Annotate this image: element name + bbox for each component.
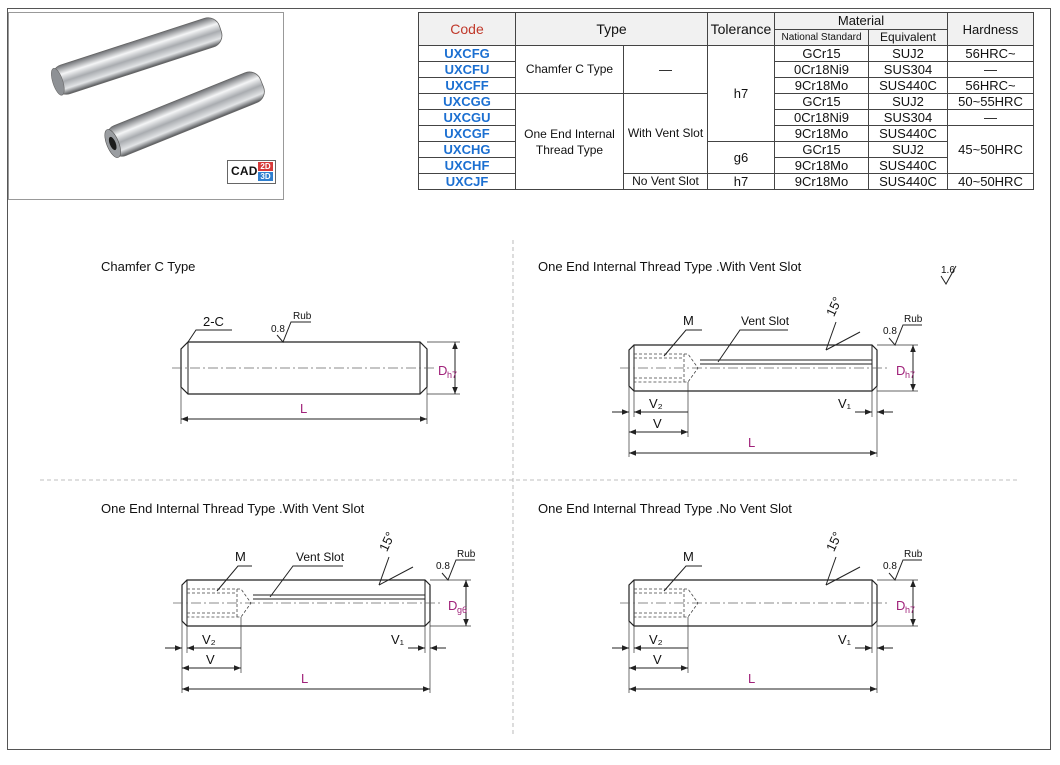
- diameter-tolerance: h7: [905, 370, 915, 380]
- header-type: Type: [515, 12, 708, 46]
- drawing-vent-g6: One End Internal Thread Type .With Vent …: [101, 501, 476, 693]
- header-code: Code: [418, 12, 516, 46]
- v1-label: V₁: [838, 396, 852, 411]
- rub-label: Rub: [904, 314, 923, 325]
- angle-label: 15°: [823, 529, 845, 553]
- thread-label: M: [683, 549, 694, 564]
- v2-label: V₂: [202, 632, 216, 647]
- diameter-tolerance: h7: [905, 605, 915, 615]
- rub-label: Rub: [904, 549, 923, 560]
- cad-label: CAD: [231, 164, 258, 178]
- drawing-chamfer-c: Chamfer C Type 2-C 0.8 Rub D h7 L: [101, 259, 460, 424]
- chamfer-label: 2-C: [203, 314, 224, 329]
- header-material: Material: [774, 12, 948, 30]
- diameter-label: D: [896, 598, 905, 613]
- drawing-no-vent: One End Internal Thread Type .No Vent Sl…: [538, 501, 923, 693]
- drawing-title: One End Internal Thread Type .With Vent …: [538, 259, 802, 274]
- diameter-tolerance: h7: [447, 370, 457, 380]
- length-label: L: [748, 671, 755, 686]
- v1-label: V₁: [838, 632, 852, 647]
- code-uxcjf[interactable]: UXCJF: [418, 173, 516, 190]
- angle-label: 15°: [823, 294, 845, 318]
- angle-label: 15°: [376, 529, 398, 553]
- roughness-value: 0.8: [883, 326, 897, 337]
- header-hardness: Hardness: [947, 12, 1034, 46]
- v-label: V: [653, 416, 662, 431]
- diameter-label: D: [438, 363, 447, 378]
- v-label: V: [653, 652, 662, 667]
- page-frame: [7, 8, 1051, 750]
- diameter-label: D: [448, 598, 457, 613]
- thread-label: M: [683, 313, 694, 328]
- type-chamfer: Chamfer C Type: [515, 45, 624, 94]
- drawing-title: One End Internal Thread Type .With Vent …: [101, 501, 365, 516]
- code-uxchg[interactable]: UXCHG: [418, 141, 516, 158]
- equivalent-cell: SUJ2: [868, 141, 948, 158]
- code-uxcgf[interactable]: UXCGF: [418, 125, 516, 142]
- type-chamfer-sub: —: [623, 45, 708, 94]
- cad-badge[interactable]: CAD 2D 3D: [227, 160, 276, 184]
- vent-slot-label: Vent Slot: [741, 314, 790, 328]
- equivalent-cell: SUS440C: [868, 125, 948, 142]
- national-cell: 0Cr18Ni9: [774, 109, 869, 126]
- length-label: L: [748, 435, 755, 450]
- header-equivalent: Equivalent: [868, 28, 948, 46]
- length-label: L: [301, 671, 308, 686]
- equivalent-cell: SUJ2: [868, 93, 948, 110]
- vent-slot-label: Vent Slot: [296, 550, 345, 564]
- drawing-title: Chamfer C Type: [101, 259, 195, 274]
- general-roughness-value: 1.6: [941, 265, 955, 276]
- national-cell: 9Cr18Mo: [774, 157, 869, 174]
- type-one-end: One End Internal Thread Type: [515, 93, 624, 190]
- spec-table: Code Type Tolerance Material Hardness Na…: [418, 12, 1034, 190]
- drawing-title: One End Internal Thread Type .No Vent Sl…: [538, 501, 792, 516]
- national-cell: GCr15: [774, 141, 869, 158]
- diameter-tolerance: g6: [457, 605, 467, 615]
- hardness-cell: 56HRC~: [947, 45, 1034, 62]
- roughness-value: 0.8: [883, 561, 897, 572]
- tolerance-h7-a: h7: [707, 45, 775, 142]
- national-cell: 9Cr18Mo: [774, 173, 869, 190]
- drawing-vent-h7: One End Internal Thread Type .With Vent …: [538, 259, 923, 457]
- thread-label: M: [235, 549, 246, 564]
- code-uxcgg[interactable]: UXCGG: [418, 93, 516, 110]
- diameter-label: D: [896, 363, 905, 378]
- equivalent-cell: SUS440C: [868, 173, 948, 190]
- equivalent-cell: SUJ2: [868, 45, 948, 62]
- rub-label: Rub: [293, 311, 312, 322]
- tolerance-h7-b: h7: [707, 173, 775, 190]
- dowel-pins-image: [51, 17, 265, 158]
- v1-label: V₁: [391, 632, 405, 647]
- length-label: L: [300, 401, 307, 416]
- type-with-vent: With Vent Slot: [623, 93, 708, 174]
- cad-3d-icon: 3D: [258, 172, 273, 181]
- hardness-cell: 40~50HRC: [947, 173, 1034, 190]
- v2-label: V₂: [649, 396, 663, 411]
- general-roughness-symbol: 1.6: [940, 265, 957, 285]
- roughness-value: 0.8: [271, 324, 285, 335]
- rub-label: Rub: [457, 549, 476, 560]
- equivalent-cell: SUS304: [868, 109, 948, 126]
- type-no-vent: No Vent Slot: [623, 173, 708, 190]
- v-label: V: [206, 652, 215, 667]
- roughness-value: 0.8: [436, 561, 450, 572]
- hardness-cell: 50~55HRC: [947, 93, 1034, 110]
- v2-label: V₂: [649, 632, 663, 647]
- national-cell: 9Cr18Mo: [774, 125, 869, 142]
- cad-2d-icon: 2D: [258, 162, 273, 171]
